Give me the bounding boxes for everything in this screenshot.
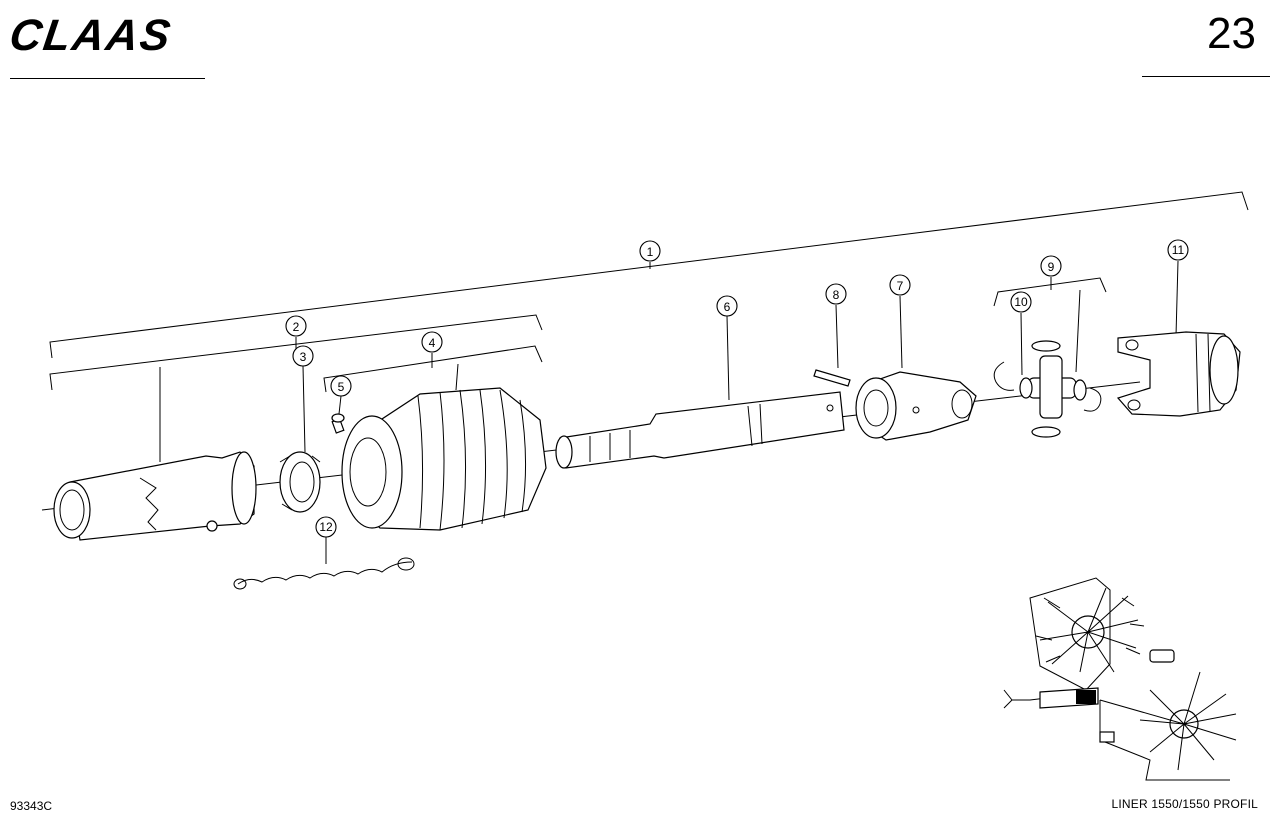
outer-yoke: [1116, 331, 1241, 417]
leader-8: [835, 304, 839, 369]
svg-text:10: 10: [1014, 295, 1028, 309]
guard-cone: [341, 387, 547, 531]
svg-text:8: 8: [833, 288, 840, 302]
leader-11: [1175, 260, 1179, 337]
svg-text:11: 11: [1172, 243, 1185, 257]
callout-4: 4: [421, 331, 443, 353]
svg-text:9: 9: [1048, 260, 1055, 274]
machine-overview-inset: [1003, 577, 1237, 781]
universal-joint-cross: [993, 340, 1102, 438]
svg-text:6: 6: [724, 300, 731, 314]
bracket-assembly-4: [323, 345, 543, 393]
model-name: LINER 1550/1550 PROFIL: [1111, 797, 1258, 811]
leader-3: [302, 365, 306, 453]
svg-text:2: 2: [293, 320, 300, 334]
page-number: 23: [1207, 9, 1256, 58]
svg-text:12: 12: [319, 520, 333, 534]
screw: [331, 413, 345, 434]
callout-2: 2: [285, 315, 307, 337]
bracket-assembly-2: [49, 314, 543, 391]
callout-5: 5: [330, 375, 352, 397]
leader-4: [455, 363, 459, 391]
svg-text:4: 4: [429, 336, 436, 350]
inner-yoke: [855, 371, 977, 441]
safety-chain: [233, 557, 415, 590]
profile-tube: [555, 391, 845, 469]
callout-9: 9: [1040, 255, 1062, 277]
guard-tube: [53, 451, 257, 541]
logo-underline: [10, 78, 205, 79]
bearing-ring: [279, 451, 321, 513]
leader-9b: [1075, 289, 1081, 373]
svg-text:3: 3: [300, 350, 307, 364]
callout-1: 1: [639, 240, 661, 262]
callout-10: 10: [1010, 291, 1032, 313]
bracket-assembly-1: [49, 191, 1249, 359]
bracket-assembly-9: [993, 277, 1107, 307]
svg-text:7: 7: [897, 279, 904, 293]
svg-text:1: 1: [647, 245, 654, 259]
leader-5: [338, 395, 342, 415]
leader-10: [1020, 312, 1023, 376]
callout-11: 11: [1167, 239, 1189, 261]
callout-12: 12: [315, 516, 337, 538]
callout-7: 7: [889, 274, 911, 296]
document-id: 93343C: [10, 799, 53, 813]
svg-text:5: 5: [338, 380, 345, 394]
spring-pin: [813, 369, 851, 387]
callout-6: 6: [716, 295, 738, 317]
leader-6: [726, 315, 730, 401]
leader-7: [899, 295, 903, 369]
callout-3: 3: [292, 345, 314, 367]
page-number-underline: [1142, 76, 1270, 77]
callout-8: 8: [825, 283, 847, 305]
